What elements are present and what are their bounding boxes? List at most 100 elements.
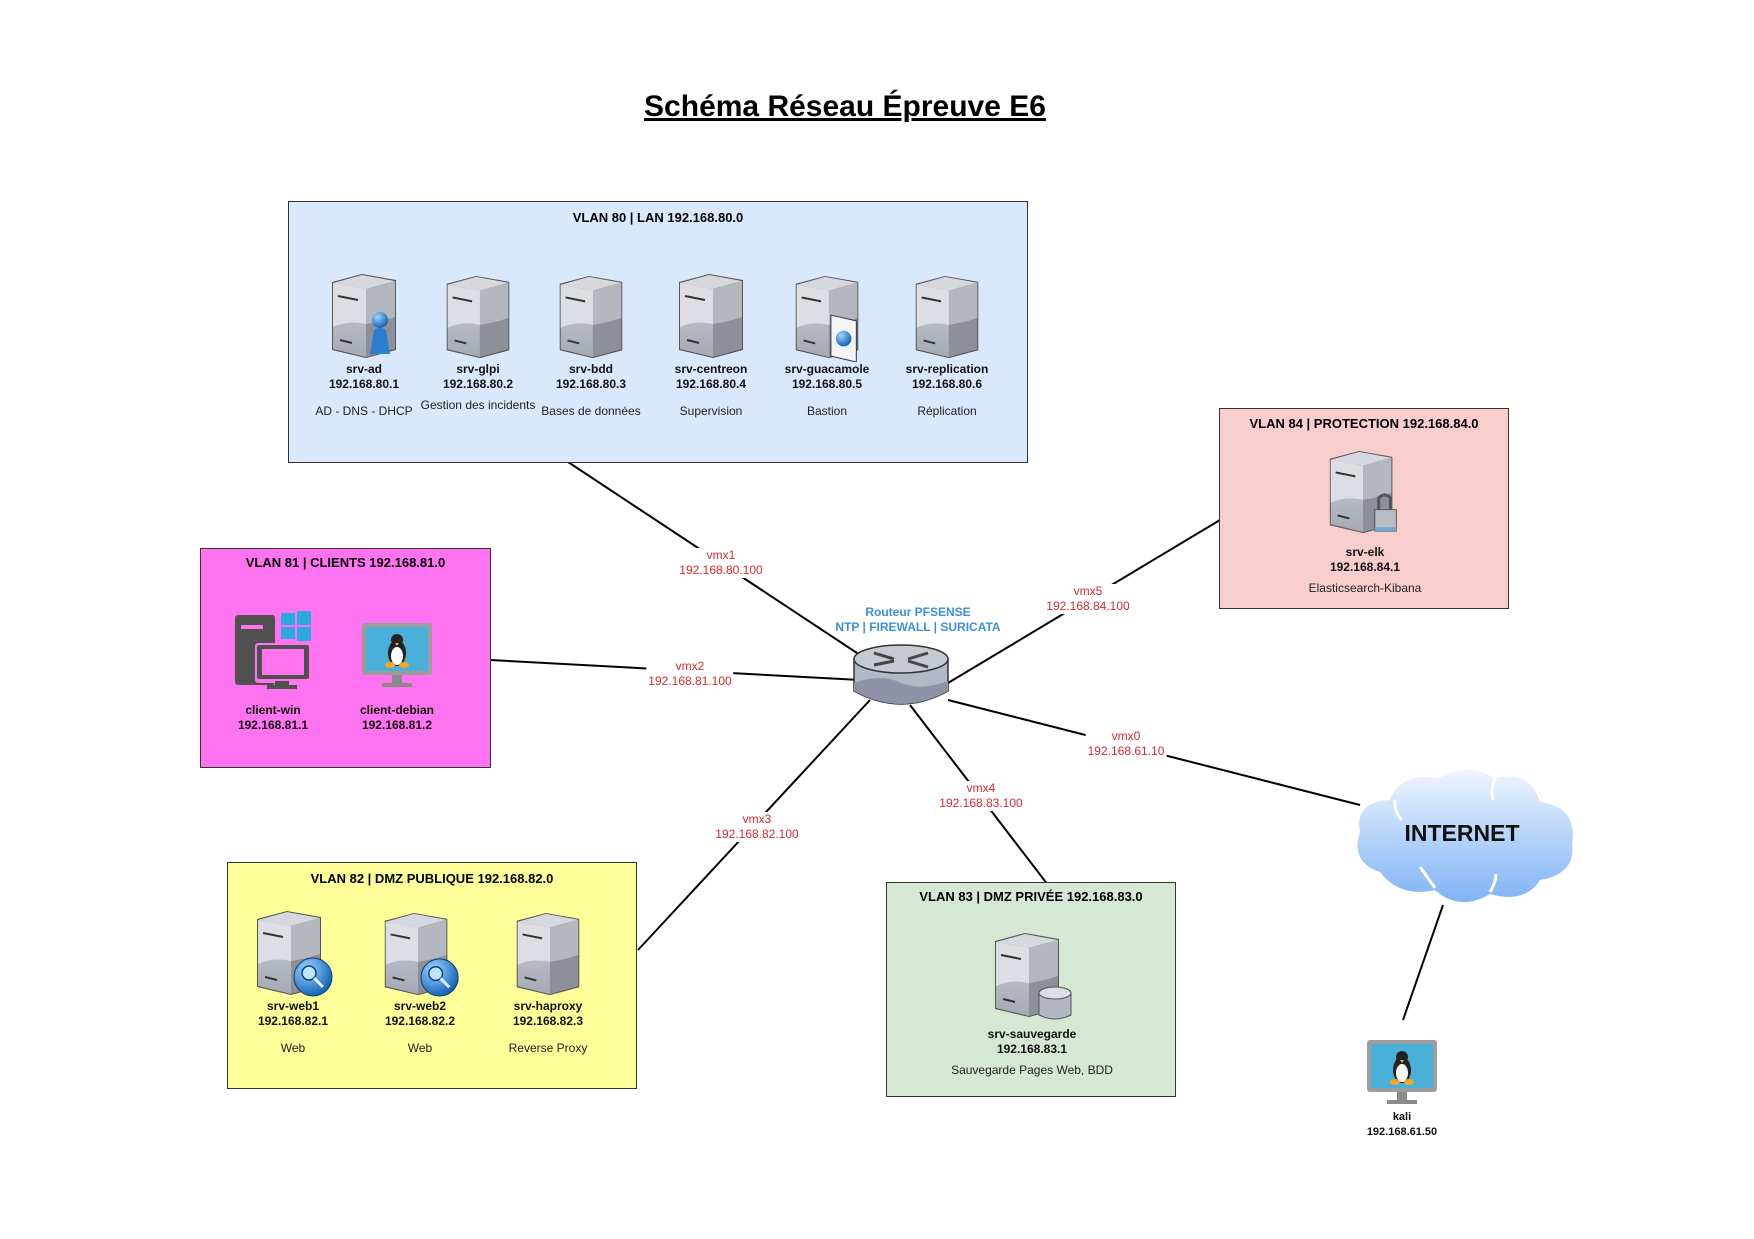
node-kali[interactable]: kali 192.168.61.50 xyxy=(1332,1040,1472,1140)
node-role: Supervision xyxy=(679,404,743,418)
node-name: srv-replication xyxy=(905,362,989,376)
node-srv-web1[interactable]: srv-web1 192.168.82.1 Web xyxy=(228,909,358,1055)
server-lock-icon xyxy=(1328,449,1397,535)
node-name: srv-web2 xyxy=(393,999,447,1013)
node-ip: 192.168.80.5 xyxy=(791,377,863,391)
vlan-title: VLAN 82 | DMZ PUBLIQUE 192.168.82.0 xyxy=(310,871,554,886)
node-name: srv-centreon xyxy=(674,362,748,376)
node-role: Web xyxy=(407,1041,433,1055)
node-name: srv-haproxy xyxy=(513,999,583,1013)
iface-vmx3: vmx3 192.168.82.100 xyxy=(713,812,801,842)
node-srv-ad[interactable]: srv-ad 192.168.80.1 AD - DNS - DHCP xyxy=(299,272,429,418)
vlan-84-protection[interactable]: VLAN 84 | PROTECTION 192.168.84.0 srv-el… xyxy=(1219,408,1509,609)
node-name: srv-sauvegarde xyxy=(987,1027,1077,1041)
node-srv-haproxy[interactable]: srv-haproxy 192.168.82.3 Reverse Proxy xyxy=(483,911,613,1055)
server-web-page-icon xyxy=(794,274,860,362)
node-role: Bastion xyxy=(806,404,848,418)
node-srv-bdd[interactable]: srv-bdd 192.168.80.3 Bases de données xyxy=(526,274,656,418)
vlan-82-dmz-publique[interactable]: VLAN 82 | DMZ PUBLIQUE 192.168.82.0 srv-… xyxy=(227,862,637,1089)
router-icon[interactable] xyxy=(852,643,950,709)
vlan-title: VLAN 80 | LAN 192.168.80.0 xyxy=(572,210,744,225)
node-role: Web xyxy=(280,1041,306,1055)
node-role: Sauvegarde Pages Web, BDD xyxy=(951,1063,1113,1077)
node-name: srv-ad xyxy=(345,362,383,376)
router-label: Routeur PFSENSE NTP | FIREWALL | SURICAT… xyxy=(835,605,1000,635)
node-srv-guacamole[interactable]: srv-guacamole 192.168.80.5 Bastion xyxy=(762,274,892,418)
vlan-title: VLAN 84 | PROTECTION 192.168.84.0 xyxy=(1249,416,1479,431)
iface-ip: 192.168.81.100 xyxy=(648,674,732,688)
node-ip: 192.168.80.1 xyxy=(328,377,400,391)
iface-vmx5: vmx5 192.168.84.100 xyxy=(1044,584,1132,614)
node-role: Reverse Proxy xyxy=(508,1041,588,1055)
server-search-icon xyxy=(256,910,333,997)
node-name: client-debian xyxy=(359,703,434,717)
server-icon xyxy=(515,911,581,997)
internet-cloud-icon[interactable] xyxy=(1350,762,1580,907)
vlan-title: VLAN 83 | DMZ PRIVÉE 192.168.83.0 xyxy=(919,889,1143,904)
node-ip: 192.168.84.1 xyxy=(1329,560,1401,574)
router-name: Routeur PFSENSE xyxy=(865,605,971,619)
iface-ip: 192.168.80.100 xyxy=(679,563,763,577)
iface-name: vmx3 xyxy=(742,812,772,826)
iface-name: vmx2 xyxy=(675,659,705,673)
vlan-80-lan[interactable]: VLAN 80 | LAN 192.168.80.0 srv-ad 192.16… xyxy=(288,201,1028,463)
server-icon xyxy=(445,274,511,360)
iface-ip: 192.168.61.10 xyxy=(1087,744,1165,758)
node-role: Réplication xyxy=(917,404,977,418)
node-ip: 192.168.61.50 xyxy=(1366,1126,1438,1138)
node-ip: 192.168.81.2 xyxy=(361,718,433,732)
node-srv-glpi[interactable]: srv-glpi 192.168.80.2 Gestion des incide… xyxy=(413,274,543,412)
iface-ip: 192.168.83.100 xyxy=(939,796,1023,810)
server-icon xyxy=(678,273,744,359)
node-name: kali xyxy=(1392,1111,1412,1123)
node-ip: 192.168.82.1 xyxy=(257,1014,329,1028)
node-client-win[interactable]: client-win 192.168.81.1 xyxy=(208,611,338,733)
vlan-81-clients[interactable]: VLAN 81 | CLIENTS 192.168.81.0 client-wi… xyxy=(200,548,491,768)
vlan-title: VLAN 81 | CLIENTS 192.168.81.0 xyxy=(245,555,446,570)
node-srv-centreon[interactable]: srv-centreon 192.168.80.4 Supervision xyxy=(646,272,776,418)
node-role: Bases de données xyxy=(541,404,641,418)
node-ip: 192.168.82.2 xyxy=(384,1014,456,1028)
windows-pc-icon xyxy=(235,611,311,689)
iface-vmx4: vmx4 192.168.83.100 xyxy=(937,781,1025,811)
node-role: Gestion des incidents xyxy=(420,398,536,412)
node-ip: 192.168.81.1 xyxy=(237,718,309,732)
node-ip: 192.168.83.1 xyxy=(996,1042,1068,1056)
server-search-icon xyxy=(383,911,459,997)
router-services: NTP | FIREWALL | SURICATA xyxy=(835,620,1001,634)
iface-name: vmx0 xyxy=(1111,729,1141,743)
vlan-83-dmz-privee[interactable]: VLAN 83 | DMZ PRIVÉE 192.168.83.0 srv-sa… xyxy=(886,882,1176,1097)
link-kali xyxy=(1402,904,1444,1021)
node-ip: 192.168.80.4 xyxy=(675,377,747,391)
iface-ip: 192.168.84.100 xyxy=(1046,599,1130,613)
iface-vmx2: vmx2 192.168.81.100 xyxy=(646,659,734,689)
node-ip: 192.168.82.3 xyxy=(512,1014,584,1028)
node-client-debian[interactable]: client-debian 192.168.81.2 xyxy=(332,623,462,733)
node-srv-web2[interactable]: srv-web2 192.168.82.2 Web xyxy=(355,911,485,1055)
linux-monitor-icon xyxy=(362,623,432,687)
diagram-title: Schéma Réseau Épreuve E6 xyxy=(644,90,1046,123)
node-srv-replication[interactable]: srv-replication 192.168.80.6 Réplication xyxy=(882,274,1012,418)
server-user-icon xyxy=(331,273,397,359)
iface-name: vmx1 xyxy=(706,548,736,562)
linux-monitor-icon xyxy=(1367,1040,1437,1104)
iface-vmx0: vmx0 192.168.61.10 xyxy=(1085,729,1167,759)
node-srv-sauvegarde[interactable]: srv-sauvegarde 192.168.83.1 Sauvegarde P… xyxy=(942,931,1122,1077)
node-srv-elk[interactable]: srv-elk 192.168.84.1 Elasticsearch-Kiban… xyxy=(1275,449,1455,595)
iface-name: vmx4 xyxy=(966,781,996,795)
node-name: srv-web1 xyxy=(266,999,320,1013)
node-role: Elasticsearch-Kibana xyxy=(1308,581,1422,595)
iface-name: vmx5 xyxy=(1073,584,1103,598)
server-storage-icon xyxy=(994,932,1072,1020)
node-name: srv-bdd xyxy=(568,362,613,376)
server-icon xyxy=(914,274,980,360)
node-ip: 192.168.80.6 xyxy=(911,377,983,391)
node-ip: 192.168.80.3 xyxy=(555,377,627,391)
server-icon xyxy=(558,274,624,360)
node-name: srv-glpi xyxy=(456,362,500,376)
node-name: srv-elk xyxy=(1345,545,1385,559)
node-ip: 192.168.80.2 xyxy=(442,377,514,391)
internet-label: INTERNET xyxy=(1404,820,1520,846)
node-name: srv-guacamole xyxy=(784,362,870,376)
iface-vmx1: vmx1 192.168.80.100 xyxy=(677,548,765,578)
